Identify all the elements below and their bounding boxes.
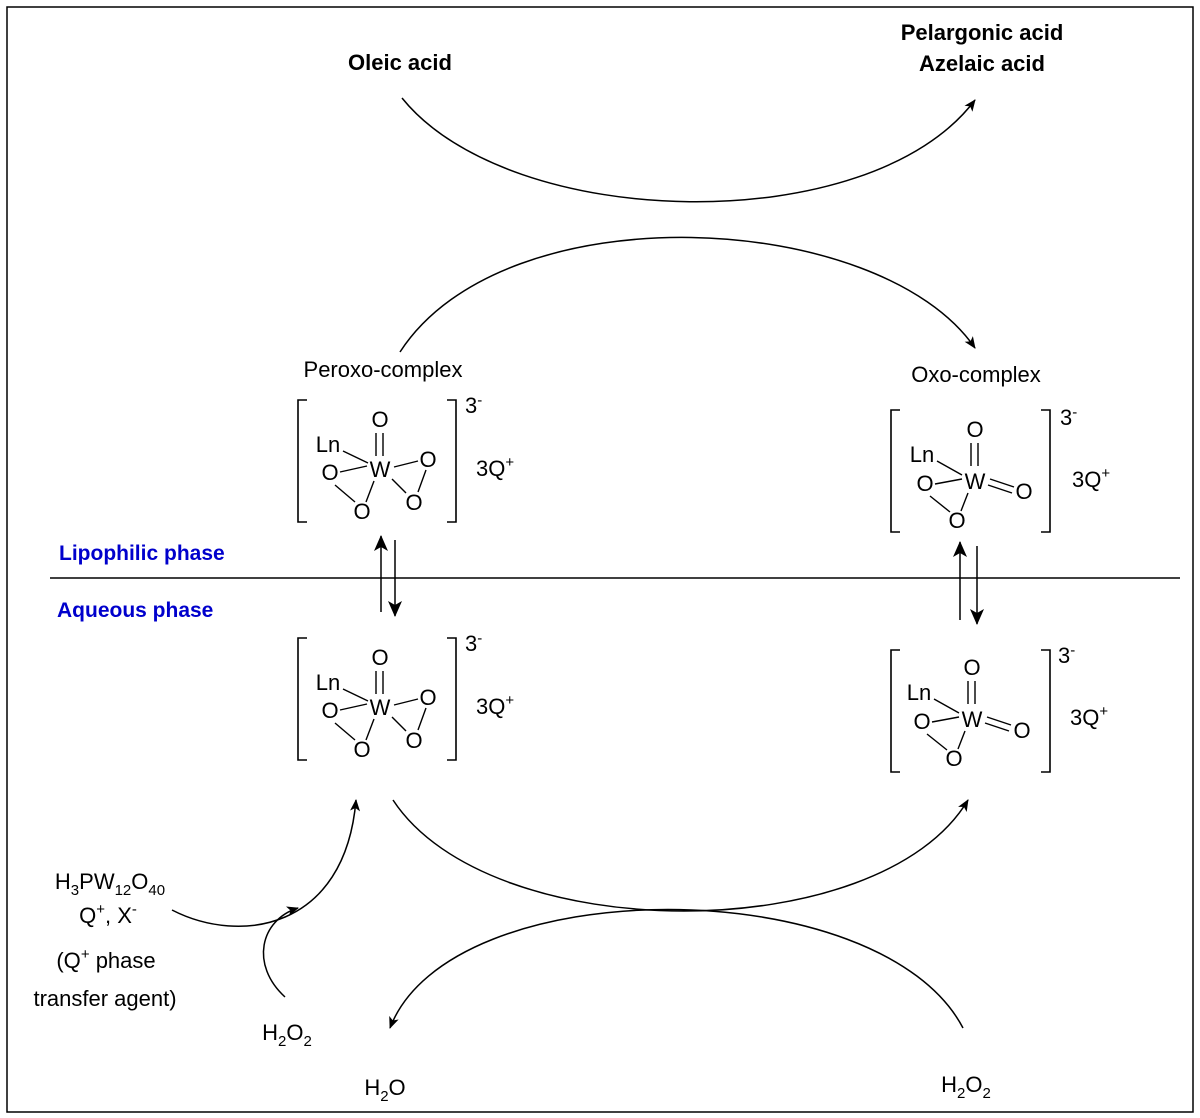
svg-text:O: O [1015,479,1032,504]
arc-peroxo-to-oxo-aqueous [392,799,969,912]
oxo-complex-lipophilic: O W Ln O O O 3- 3Q+ [890,404,1110,533]
svg-text:3-: 3- [465,630,482,656]
lipophilic-phase-label: Lipophilic phase [59,542,225,565]
svg-text:(Q+ phase: (Q+ phase [56,946,155,973]
svg-text:W: W [962,707,983,732]
svg-text:Ln: Ln [907,680,931,705]
svg-text:H3PW12O40: H3PW12O40 [55,869,165,899]
svg-text:3Q+: 3Q+ [476,454,514,481]
aqueous-phase-label: Aqueous phase [57,599,213,622]
diagram-frame [6,6,1194,1113]
svg-text:O: O [371,407,388,432]
h2o-label: H2O [364,1075,405,1105]
svg-text:transfer agent): transfer agent) [33,986,176,1011]
svg-text:O: O [948,508,965,533]
svg-text:W: W [965,469,986,494]
arc-h2o2-joining [262,906,299,998]
svg-text:O: O [1013,718,1030,743]
svg-text:O: O [419,447,436,472]
svg-text:O: O [321,698,338,723]
arc-h2o2-to-h2o [389,908,964,1029]
peroxo-complex-lipophilic: O W Ln O O O O 3- 3Q+ [297,392,514,524]
svg-text:3-: 3- [1060,404,1077,430]
peroxo-complex-aqueous: O W Ln O O O O 3- 3Q+ [297,630,514,762]
svg-text:Ln: Ln [316,432,340,457]
catalyst-precursor-label: H3PW12O40 Q+, X- (Q+ phase transfer agen… [33,869,176,1011]
h2o2-left-label: H2O2 [262,1020,312,1050]
peroxo-complex-label: Peroxo-complex [304,357,463,382]
svg-text:W: W [370,457,391,482]
svg-text:Q+, X-: Q+, X- [79,901,137,928]
arc-peroxo-to-oxo [399,236,976,353]
svg-text:Ln: Ln [316,670,340,695]
oleic-acid-label: Oleic acid [348,50,452,75]
svg-text:O: O [371,645,388,670]
pelargonic-acid-label: Pelargonic acid [901,20,1064,45]
svg-text:3Q+: 3Q+ [476,692,514,719]
svg-text:O: O [353,499,370,524]
arc-catalyst-to-peroxo [171,799,361,927]
svg-text:3-: 3- [465,392,482,418]
svg-text:O: O [405,490,422,515]
svg-text:O: O [419,685,436,710]
svg-text:Ln: Ln [910,442,934,467]
svg-text:O: O [353,737,370,762]
svg-text:O: O [916,471,933,496]
svg-text:O: O [405,728,422,753]
peroxo-phase-transfer-equilibrium [374,535,402,617]
svg-text:O: O [321,460,338,485]
svg-text:O: O [963,655,980,680]
oxo-phase-transfer-equilibrium [953,541,984,625]
oxo-complex-label: Oxo-complex [911,362,1041,387]
azelaic-acid-label: Azelaic acid [919,51,1045,76]
h2o2-right-label: H2O2 [941,1072,991,1102]
arc-oleic-to-products [401,97,976,203]
svg-text:W: W [370,695,391,720]
svg-text:3-: 3- [1058,642,1075,668]
svg-text:O: O [913,709,930,734]
oxo-complex-aqueous: O W Ln O O O 3- 3Q+ [890,642,1108,773]
svg-text:3Q+: 3Q+ [1072,465,1110,492]
svg-text:O: O [945,746,962,771]
svg-text:3Q+: 3Q+ [1070,703,1108,730]
svg-text:O: O [966,417,983,442]
